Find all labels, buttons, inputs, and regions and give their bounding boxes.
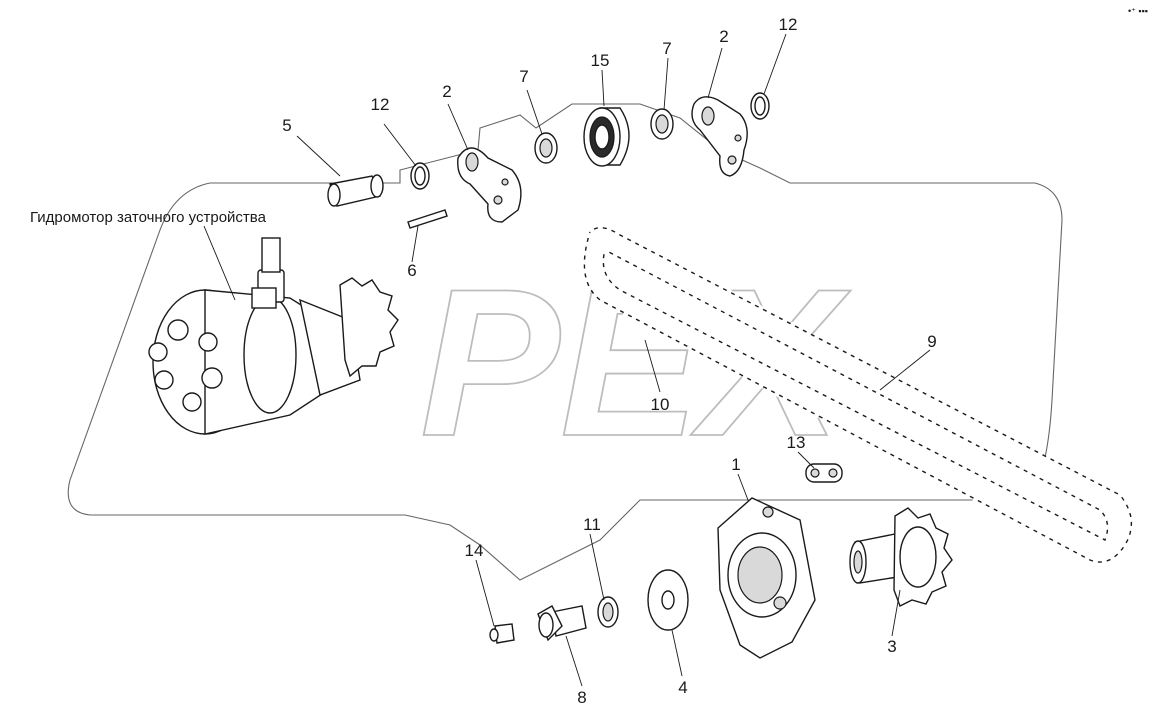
grease-nipple-14 [489,623,515,644]
ring-11 [597,596,619,628]
corner-mark: •⁺ ▪▪▪ [1128,6,1148,16]
callout-14: 14 [465,541,484,560]
callout-4: 4 [678,678,687,697]
callout-3: 3 [887,637,896,656]
callout-9: 9 [927,332,936,351]
pin-5 [327,174,384,207]
pin-6 [407,209,448,229]
retaining-ring-12-right [750,92,770,120]
callout-11: 11 [583,515,601,534]
callout-1: 1 [731,455,740,474]
callout-7-left: 7 [519,67,528,86]
callout-5: 5 [282,116,291,135]
bolt-8 [537,605,587,642]
callout-13: 13 [787,433,806,452]
bushing-7-left [534,132,558,164]
callout-10: 10 [651,395,670,414]
shaft-sprocket-3 [849,507,953,607]
callout-15: 15 [591,51,610,70]
plate-2-right [691,96,748,177]
roller-chain [581,225,1134,565]
callout-2-right: 2 [719,27,728,46]
motor-title-label: Гидромотор заточного устройства [30,209,267,226]
leader-lines [203,33,931,687]
callout-2-left: 2 [442,82,451,101]
connecting-link-13 [805,463,843,483]
callout-7-right: 7 [662,39,671,58]
retaining-ring-12-left [410,162,430,190]
bearing-15 [583,107,630,167]
flange-housing-1 [717,497,816,659]
callout-6: 6 [407,261,416,280]
plate-2-left [457,147,522,223]
washer-4 [647,569,689,631]
callout-12-left: 12 [371,95,390,114]
callout-12-right: 12 [779,15,798,34]
callout-8: 8 [577,688,586,707]
bushing-7-right [650,108,674,140]
hydraulic-motor [148,237,399,435]
